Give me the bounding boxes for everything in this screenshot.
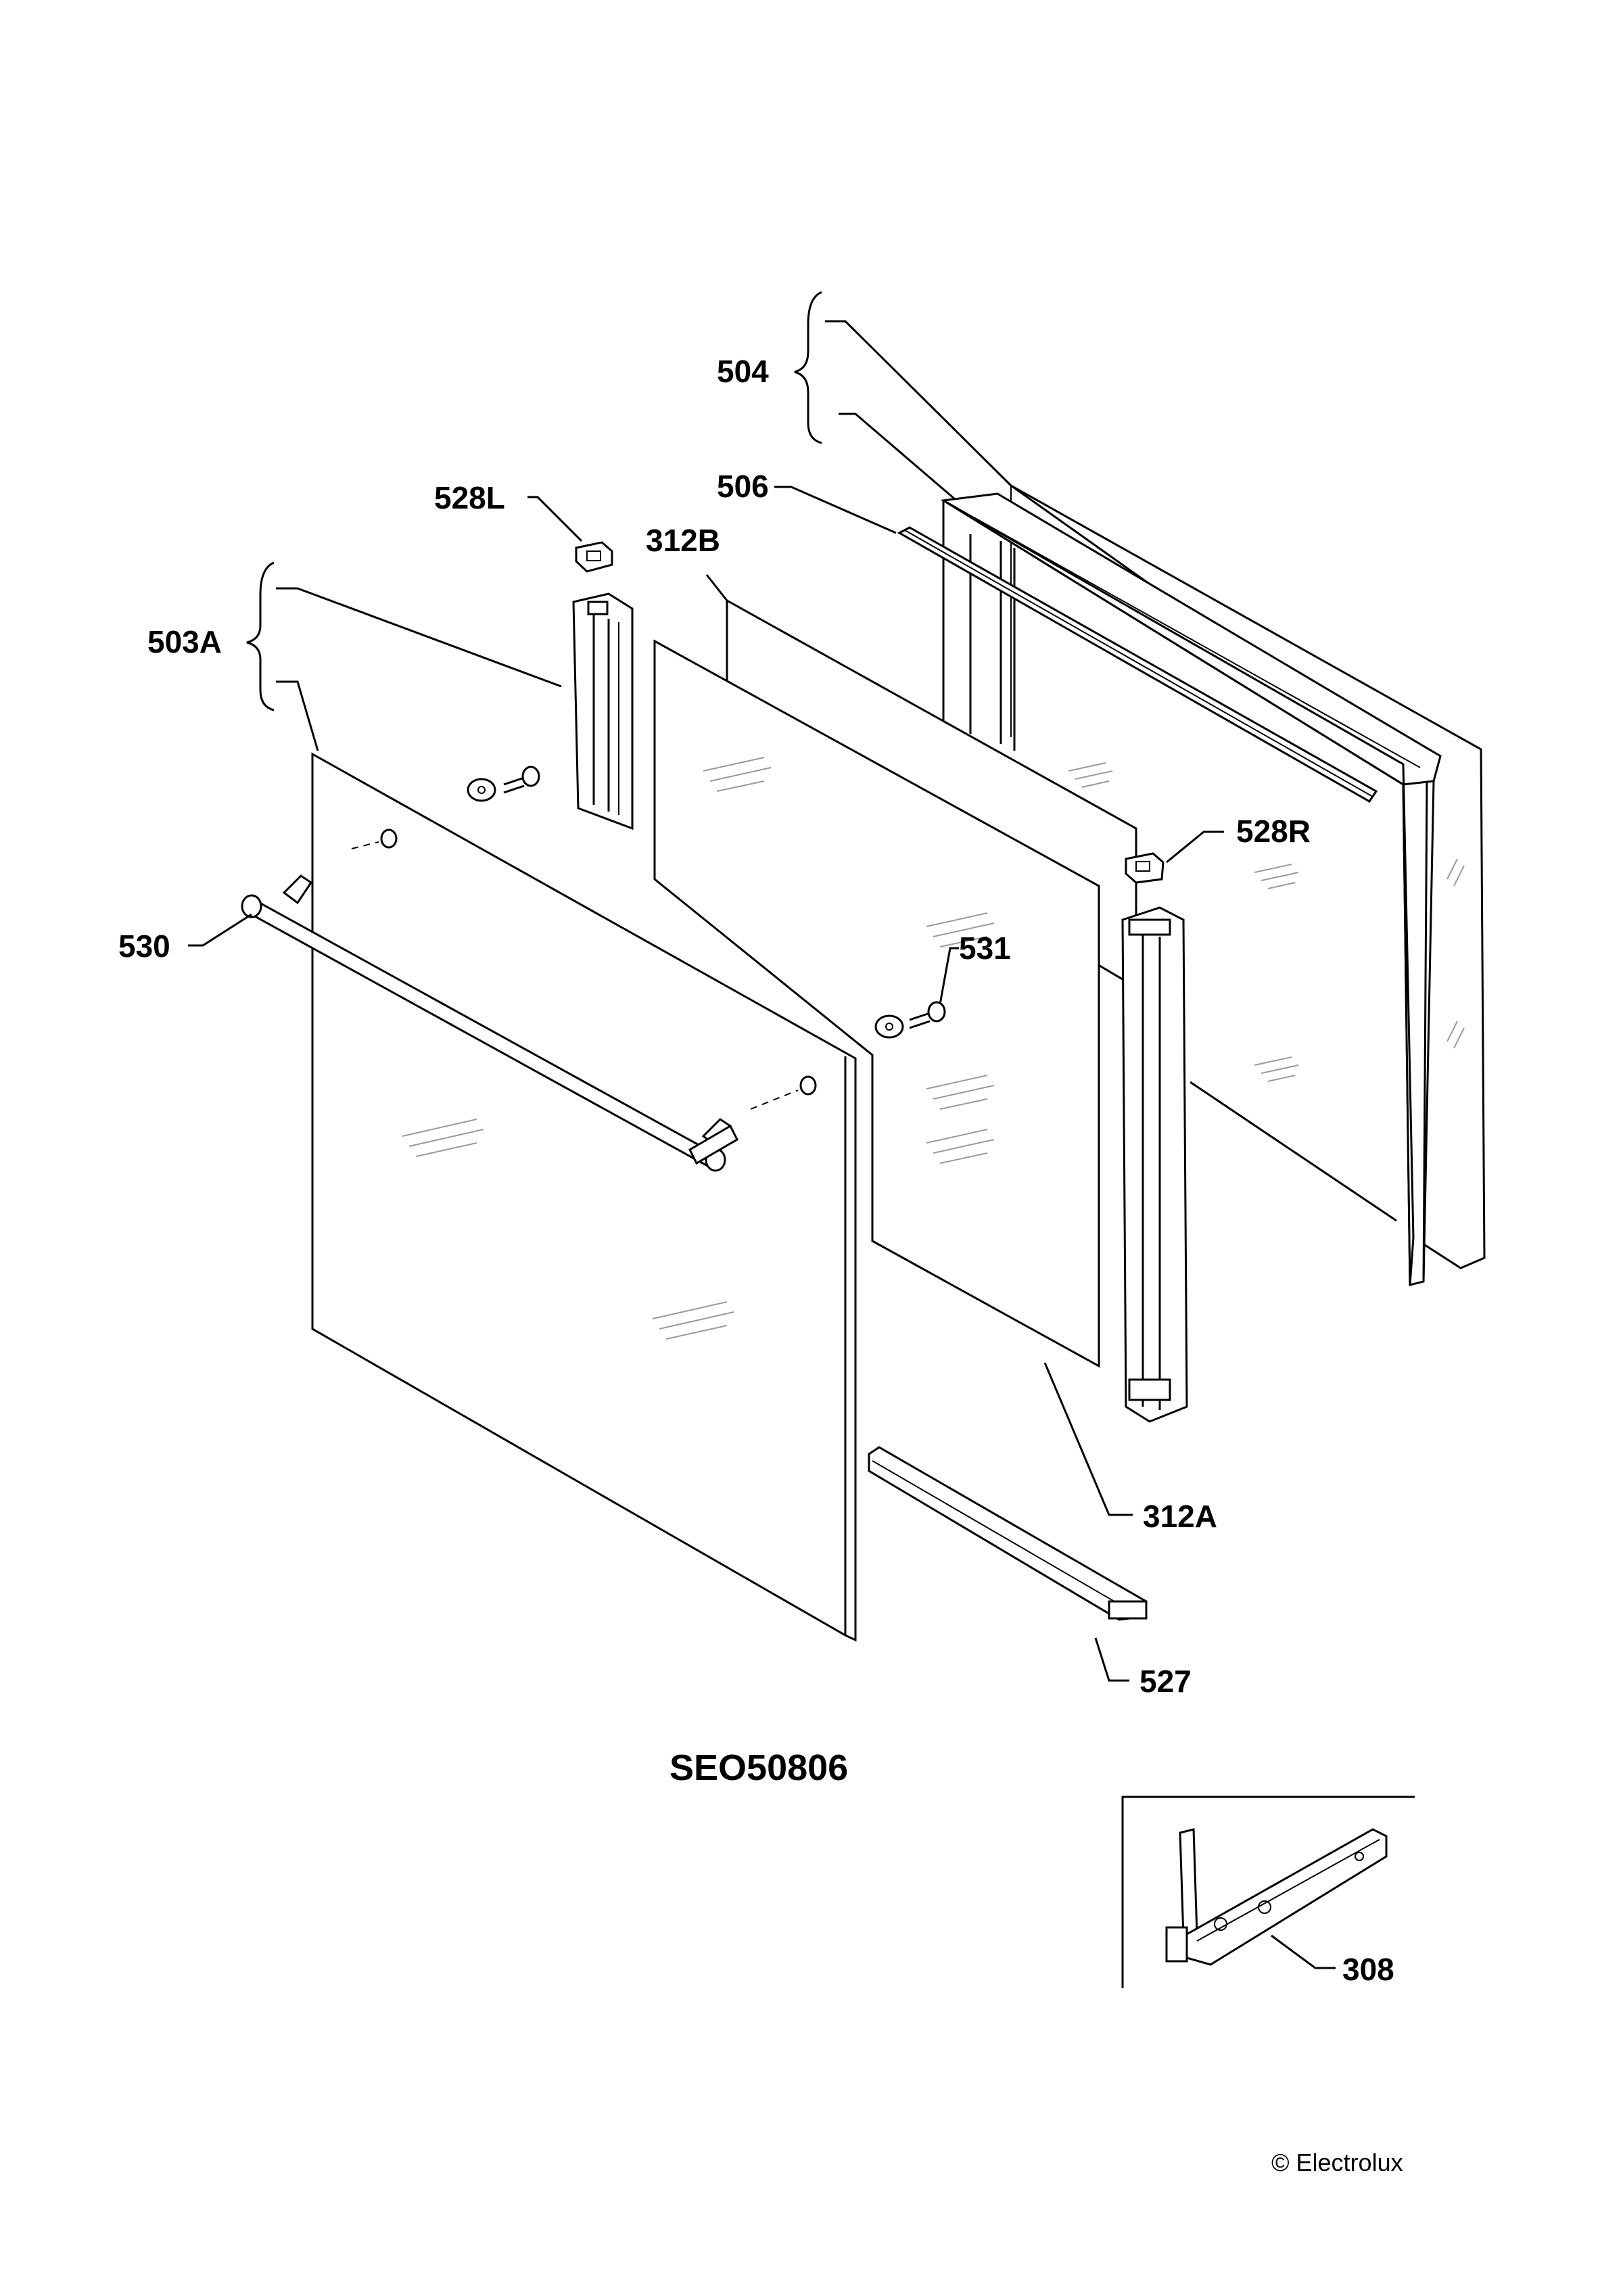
top-seal-strip-506 <box>897 526 1378 803</box>
callout-527: 527 <box>1139 1664 1192 1699</box>
callout-308: 308 <box>1342 1952 1394 1987</box>
callout-504: 504 <box>717 354 769 389</box>
callout-312B: 312B <box>646 523 720 558</box>
callout-528R: 528R <box>1236 814 1311 849</box>
left-clip-528L <box>575 541 613 573</box>
callout-531: 531 <box>959 931 1011 966</box>
leader-lines <box>188 291 1336 1969</box>
model-code: SEO50806 <box>669 1748 848 1788</box>
right-clip-528R <box>1125 852 1165 884</box>
copyright-notice: © Electrolux <box>1271 2149 1403 2176</box>
callout-528L: 528L <box>434 480 505 515</box>
door-handle-530 <box>241 874 738 1172</box>
callout-503A: 503A <box>147 624 222 659</box>
callout-506: 506 <box>717 469 769 504</box>
callout-530: 530 <box>118 929 170 964</box>
bottom-seal-strip-527 <box>868 1446 1148 1621</box>
callout-312A: 312A <box>1143 1499 1217 1534</box>
left-side-channel <box>572 592 634 830</box>
hinge-inset-308 <box>1121 1796 1415 1988</box>
screw-washer-531-lower <box>874 1001 946 1039</box>
screw-washer-531-upper <box>467 766 540 802</box>
front-glass-panel-503A <box>311 752 857 1642</box>
rear-door-frame-504 <box>940 484 1486 1286</box>
middle-glass-panel-312A <box>653 639 1100 1368</box>
right-side-channel <box>1121 906 1188 1423</box>
